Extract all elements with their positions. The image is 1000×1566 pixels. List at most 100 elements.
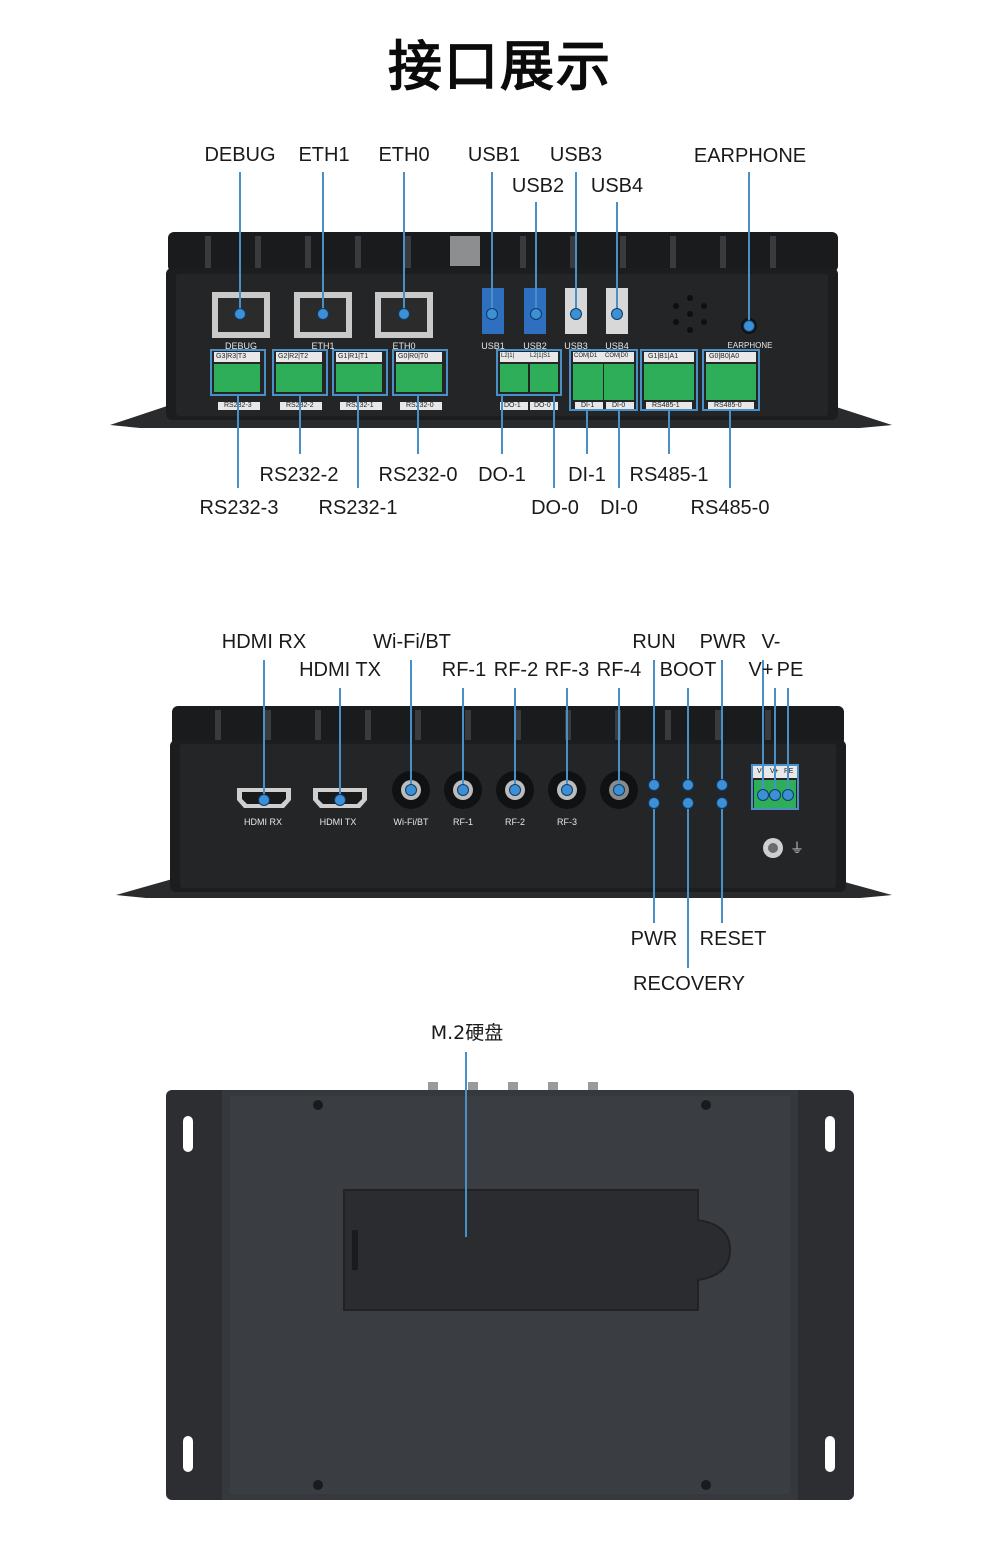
bottom-panel-device [166, 1082, 854, 1500]
tsilk-do-0: DO-0 [534, 402, 551, 409]
dot-debug [235, 309, 245, 319]
front-highlight-do [496, 349, 562, 396]
label-rs232-0: RS232-0 [378, 464, 458, 486]
label-usb1: USB1 [467, 144, 521, 166]
page-title: 接口展示 [388, 35, 612, 98]
leader-rs485-0 [729, 411, 731, 488]
dot-usb3 [571, 309, 581, 319]
tsilk-di-0: DI-0 [612, 402, 626, 409]
label-rf-4: RF-4 [596, 659, 642, 681]
dot-reset [717, 798, 727, 808]
leader-rs232-2 [299, 396, 301, 454]
pins-rs485-0: G0|B0|A0 [709, 353, 740, 360]
silk-hdmi-rx: HDMI RX [244, 817, 282, 827]
leader-debug [239, 172, 241, 314]
pins-do-0: L2|1|S1 [530, 353, 551, 359]
label-rs232-1: RS232-1 [318, 497, 398, 519]
front-highlight-rs232-0 [392, 349, 448, 396]
leader-rs485-1 [668, 411, 670, 454]
label-rs485-0: RS485-0 [690, 497, 770, 519]
pins-rs232-2: G2|R2|T2 [278, 353, 309, 360]
label-rf-3: RF-3 [544, 659, 590, 681]
pins-rs485-1: G1|B1|A1 [648, 353, 679, 360]
tsilk-do-1: DO-1 [504, 402, 521, 409]
dot-eth1 [318, 309, 328, 319]
leader-rf-4 [618, 688, 620, 790]
silk-usb3: USB3 [564, 341, 588, 351]
pins-di-0: COM|D0 [605, 353, 629, 359]
leader-pwr-bottom [653, 803, 655, 923]
leader-run [653, 660, 655, 785]
label-usb4: USB4 [590, 175, 644, 197]
front-panel-device [110, 232, 892, 428]
leader-do-1 [501, 396, 503, 454]
label-eth0: ETH0 [378, 144, 430, 166]
label-rs232-3: RS232-3 [199, 497, 279, 519]
label-usb2: USB2 [511, 175, 565, 197]
dot-usb4 [612, 309, 622, 319]
label-boot: BOOT [659, 659, 717, 681]
dot-rf-1 [458, 785, 468, 795]
pins-rs232-1: G1|R1|T1 [338, 353, 369, 360]
leader-hdmi-tx [339, 688, 341, 800]
leader-boot [687, 688, 689, 785]
leader-reset [721, 803, 723, 923]
leader-v-plus [774, 688, 776, 795]
leader-rf-1 [462, 688, 464, 790]
silk-debug: DEBUG [224, 341, 258, 351]
tsilk-rs485-0: RS485-0 [714, 402, 742, 409]
rear-panel-device: ⏚ [116, 706, 892, 898]
label-m2: M.2硬盘 [430, 1022, 504, 1044]
label-di-1: DI-1 [568, 464, 606, 486]
dot-v-plus [770, 790, 780, 800]
silk-earphone: EARPHONE [727, 341, 773, 350]
label-recovery: RECOVERY [633, 973, 745, 995]
front-highlight-rs232-1 [332, 349, 388, 396]
dot-earphone [744, 321, 754, 331]
dot-pwr-bottom [649, 798, 659, 808]
leader-hdmi-rx [263, 660, 265, 800]
silk-usb4: USB4 [605, 341, 629, 351]
label-reset: RESET [699, 928, 767, 950]
pins-di-1: COM|D1 [574, 353, 598, 359]
front-highlight-rs485-0 [702, 349, 760, 411]
leader-di-0 [618, 411, 620, 488]
dot-usb1 [487, 309, 497, 319]
leader-eth0 [403, 172, 405, 314]
leader-wifi-bt [410, 660, 412, 790]
dot-rf-2 [510, 785, 520, 795]
label-usb3: USB3 [549, 144, 603, 166]
leader-rf-2 [514, 688, 516, 790]
dot-v-minus [758, 790, 768, 800]
dot-pe [783, 790, 793, 800]
front-highlight-rs232-3 [210, 349, 266, 396]
label-pe: PE [776, 659, 804, 681]
front-highlight-rs232-2 [272, 349, 328, 396]
leader-usb1 [491, 172, 493, 314]
label-di-0: DI-0 [600, 497, 638, 519]
leader-v-minus [762, 660, 764, 795]
silk-eth0: ETH0 [392, 341, 416, 351]
label-rs485-1: RS485-1 [629, 464, 709, 486]
pin-v-minus: V- [757, 768, 764, 775]
silk-rf-2: RF-2 [505, 817, 525, 827]
silk-rf-1: RF-1 [453, 817, 473, 827]
label-v-plus: V+ [748, 659, 774, 681]
leader-earphone [748, 172, 750, 326]
leader-di-1 [586, 411, 588, 454]
dot-usb2 [531, 309, 541, 319]
label-v-minus: V- [761, 631, 781, 653]
label-do-0: DO-0 [531, 497, 579, 519]
label-debug: DEBUG [204, 144, 276, 166]
label-earphone: EARPHONE [693, 145, 807, 167]
leader-usb3 [575, 172, 577, 314]
dot-rf-3 [562, 785, 572, 795]
pins-rs232-3: G3|R3|T3 [216, 353, 247, 360]
label-wifi-bt: Wi-Fi/BT [373, 631, 451, 653]
leader-pe [787, 688, 789, 795]
dot-rf-4 [614, 785, 624, 795]
leader-rs232-1 [357, 396, 359, 488]
silk-hdmi-tx: HDMI TX [319, 817, 357, 827]
leader-rs232-0 [417, 396, 419, 454]
label-run: RUN [632, 631, 676, 653]
